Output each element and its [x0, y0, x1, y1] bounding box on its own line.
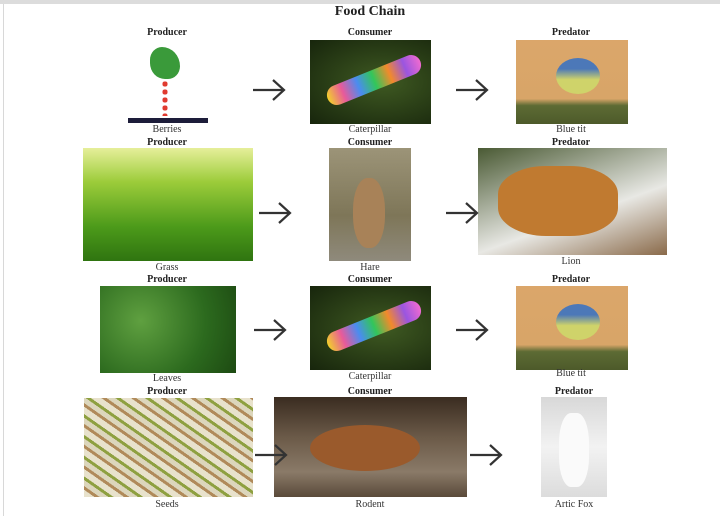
seeds-image [84, 398, 253, 497]
predator-name: Lion [561, 256, 581, 267]
predator-name: Blue tit [556, 368, 586, 379]
caterpillar-image [310, 286, 431, 370]
predator-label: Predator [554, 386, 594, 397]
arrow-right-icon [456, 79, 489, 101]
arrow-right-icon [253, 79, 286, 101]
arrow-right-icon [446, 202, 479, 224]
rodent-image [274, 397, 467, 497]
predator-name: Blue tit [556, 124, 586, 135]
arrow-right-icon [255, 444, 288, 466]
producer-name: Grass [155, 262, 179, 273]
page-edge [3, 4, 4, 516]
producer-name: Seeds [155, 499, 179, 510]
predator-name: Artic Fox [554, 499, 594, 510]
leaves-image [100, 286, 236, 373]
blue-tit-image [516, 40, 628, 124]
blue-tit-image [516, 286, 628, 370]
predator-label: Predator [551, 274, 591, 285]
consumer-name: Rodent [355, 499, 385, 510]
hare-image [329, 148, 411, 261]
predator-label: Predator [551, 137, 591, 148]
consumer-label: Consumer [347, 27, 393, 38]
arrow-right-icon [254, 319, 287, 341]
page-title: Food Chain [334, 4, 406, 19]
producer-label: Producer [147, 274, 187, 285]
consumer-label: Consumer [347, 137, 393, 148]
consumer-name: Hare [360, 262, 380, 273]
consumer-label: Consumer [347, 274, 393, 285]
consumer-name: Caterpillar [348, 371, 392, 382]
lion-image [478, 148, 667, 255]
berries-image [128, 45, 208, 124]
producer-label: Producer [147, 27, 187, 38]
top-bar [0, 0, 720, 4]
arrow-right-icon [470, 444, 503, 466]
producer-name: Leaves [152, 373, 182, 384]
predator-label: Predator [551, 27, 591, 38]
arctic-fox-image [541, 397, 607, 497]
consumer-name: Caterpillar [348, 124, 392, 135]
caterpillar-image [310, 40, 431, 124]
arrow-right-icon [456, 319, 489, 341]
producer-label: Producer [147, 137, 187, 148]
arrow-right-icon [259, 202, 292, 224]
grass-image [83, 148, 253, 261]
producer-name: Berries [152, 124, 182, 135]
producer-label: Producer [147, 386, 187, 397]
consumer-label: Consumer [347, 386, 393, 397]
